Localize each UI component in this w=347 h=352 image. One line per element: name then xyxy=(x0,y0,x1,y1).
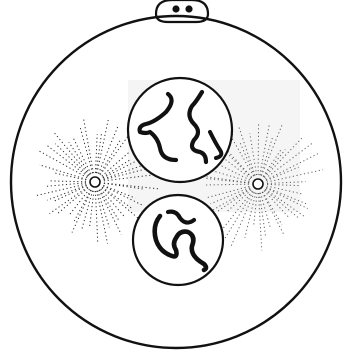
aster-ray xyxy=(69,142,90,174)
aster-ray xyxy=(100,134,129,175)
aster-ray xyxy=(39,151,87,178)
aster-ray xyxy=(95,134,97,173)
aster-ray xyxy=(90,191,94,226)
aster-ray xyxy=(99,190,121,234)
aster-ray xyxy=(98,191,110,228)
top-nucleus xyxy=(128,78,232,182)
aster-ray xyxy=(101,189,124,216)
aster-ray xyxy=(47,185,87,200)
aster-ray xyxy=(82,191,93,229)
centrosome xyxy=(253,179,263,189)
aster-ray xyxy=(39,165,86,180)
aster-ray xyxy=(103,159,131,177)
aster-ray xyxy=(53,132,89,175)
aster-ray xyxy=(84,120,94,174)
aster-ray xyxy=(53,186,87,202)
bottom-nucleus xyxy=(133,195,223,285)
centrosome xyxy=(90,177,100,187)
aster-ray xyxy=(45,183,86,187)
aster-ray xyxy=(54,173,86,180)
aster-ray xyxy=(100,139,122,175)
aster-ray xyxy=(95,191,97,244)
aster-ray xyxy=(36,184,86,196)
aster-ray xyxy=(74,138,92,174)
aster-ray xyxy=(98,125,118,173)
aster-ray xyxy=(51,181,87,182)
